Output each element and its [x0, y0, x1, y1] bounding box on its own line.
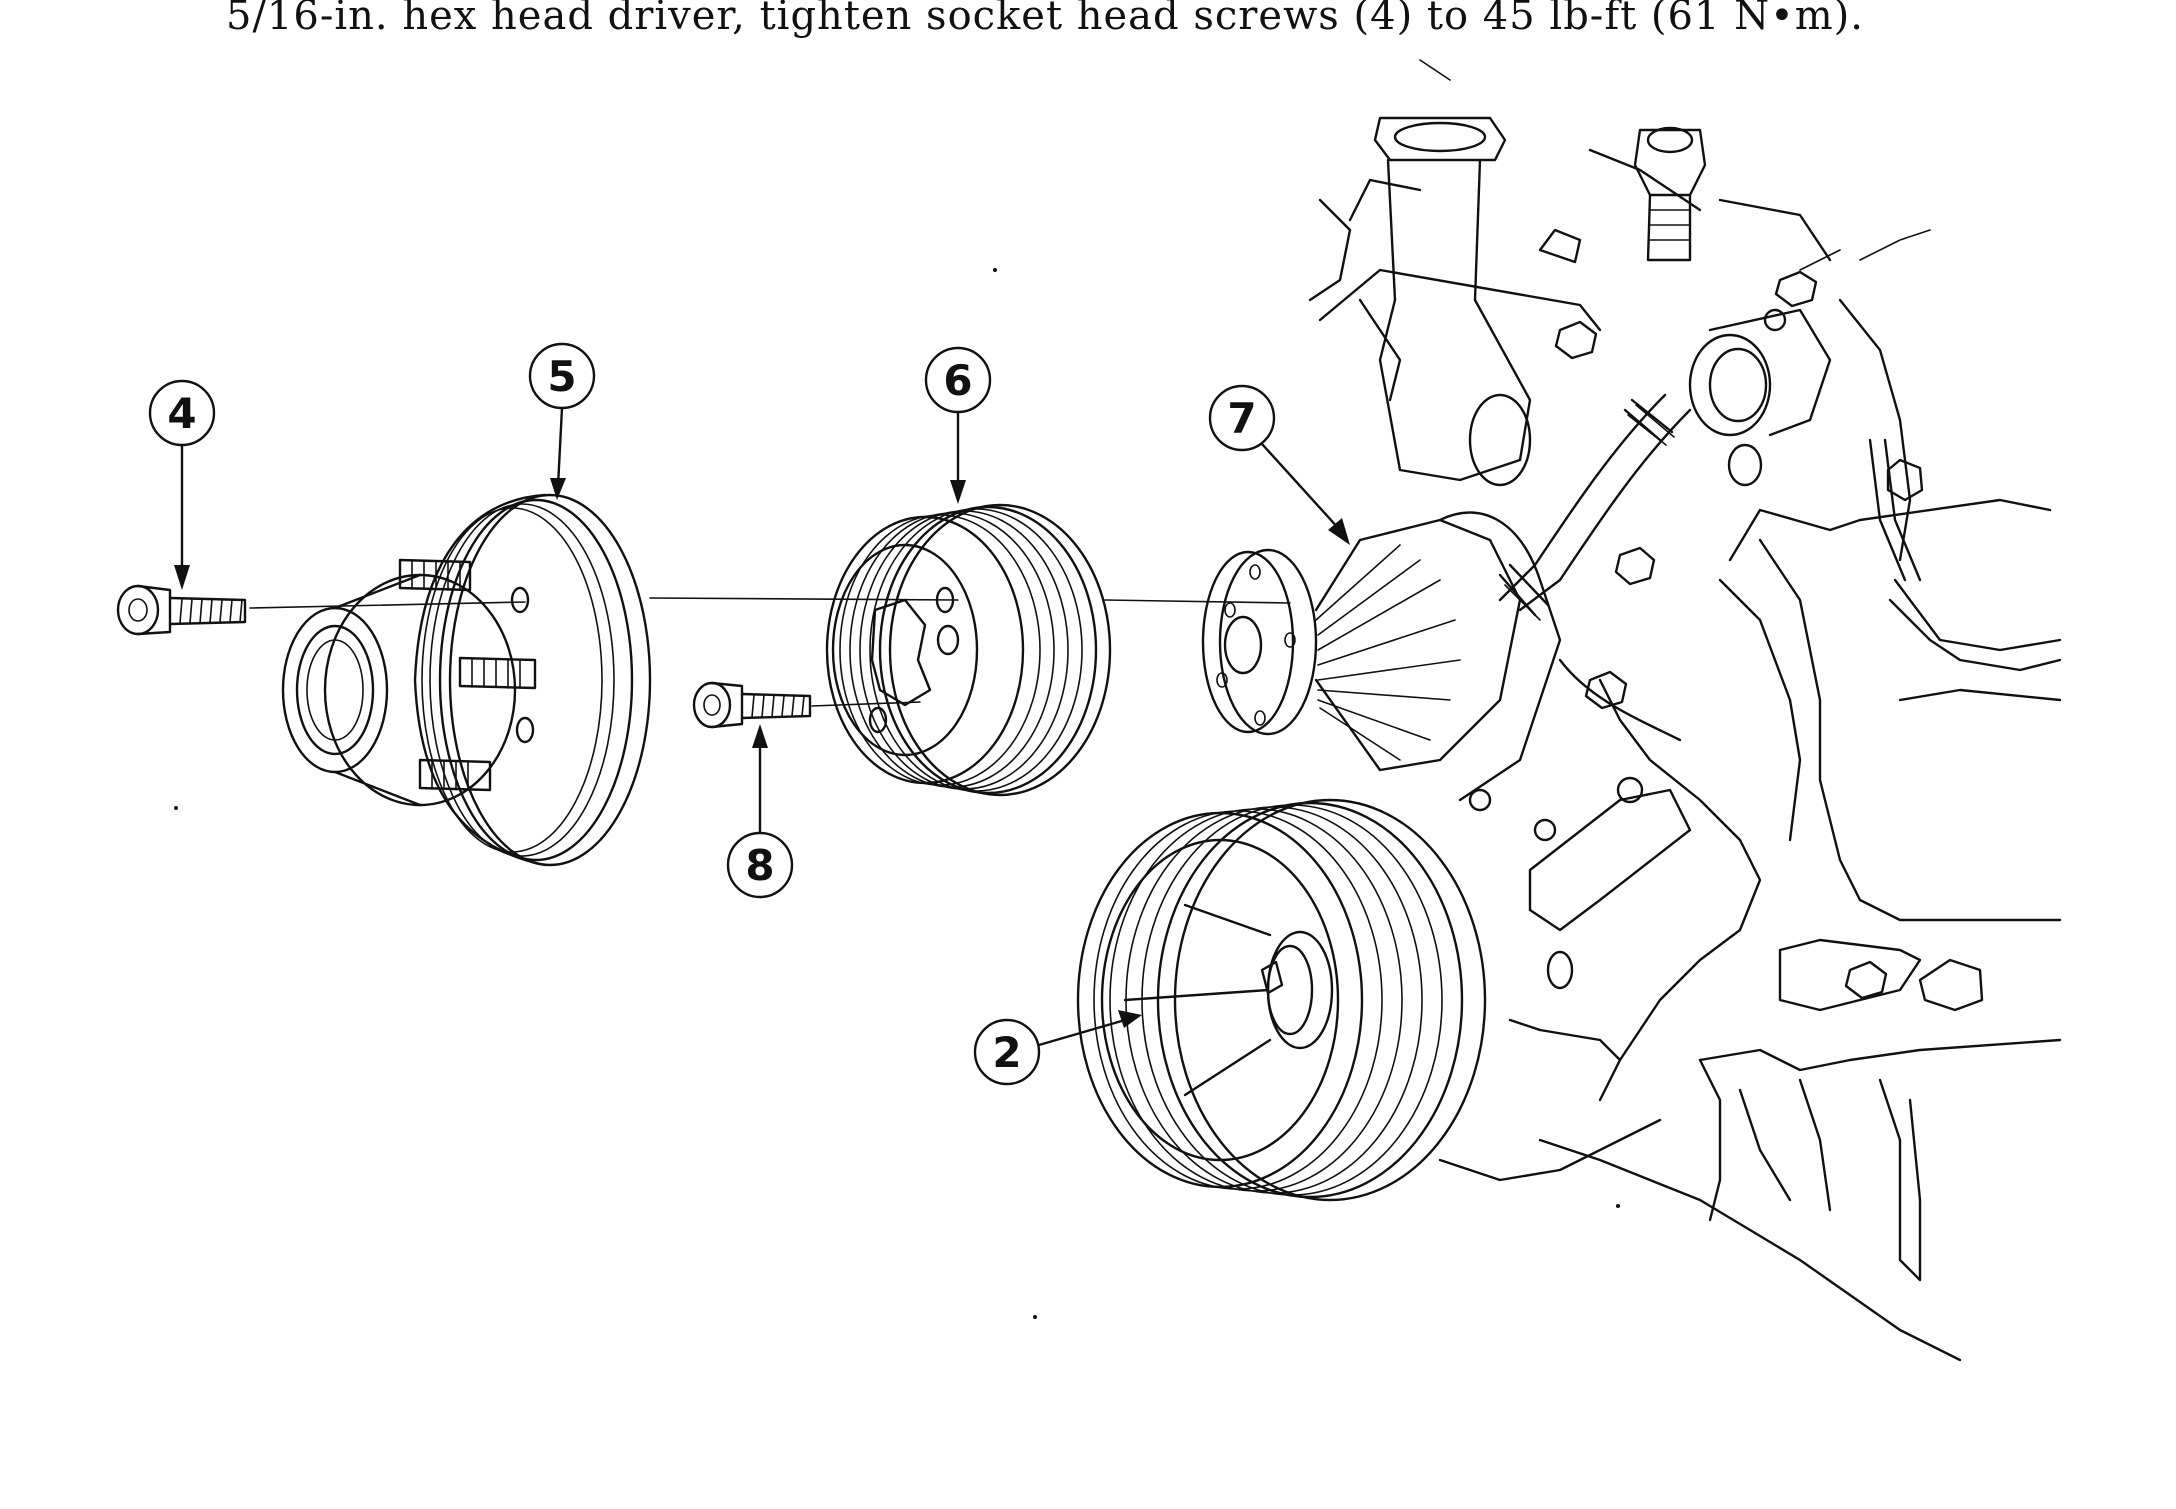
alignment-line-8 [811, 701, 921, 707]
callout-7-label: 7 [1227, 394, 1256, 443]
callout-2-label: 2 [992, 1028, 1021, 1077]
callout-7: 7 [1208, 384, 1350, 545]
callout-5: 5 [528, 342, 596, 500]
pulley-6 [825, 503, 1112, 797]
callout-6: 6 [924, 346, 992, 504]
stray-dot-4 [1616, 1204, 1620, 1208]
alignment-line-5-6 [649, 597, 959, 601]
callout-6-label: 6 [943, 356, 972, 405]
callout-2: 2 [973, 1010, 1142, 1086]
water-pump-7 [1201, 511, 1562, 802]
engine-block [1308, 59, 2062, 1362]
callout-8: 8 [726, 724, 794, 899]
callout-5-label: 5 [547, 352, 576, 401]
alignment-line-4-5 [249, 601, 526, 609]
callout-8-label: 8 [745, 841, 774, 890]
pulley-hub-5 [281, 493, 652, 867]
callout-4: 4 [148, 379, 216, 590]
crankshaft-pulley-2 [1076, 798, 1487, 1202]
stray-dot-2 [174, 806, 178, 810]
callout-4-label: 4 [167, 389, 196, 438]
stray-dot-3 [1033, 1315, 1037, 1319]
instruction-text: 5/16-in. hex head driver, tighten socket… [226, 0, 1864, 39]
stray-dot-1 [993, 268, 997, 272]
socket-head-screw-4 [116, 584, 247, 636]
socket-head-screw-8 [692, 681, 812, 729]
alignment-line-6-7 [1104, 599, 1291, 604]
